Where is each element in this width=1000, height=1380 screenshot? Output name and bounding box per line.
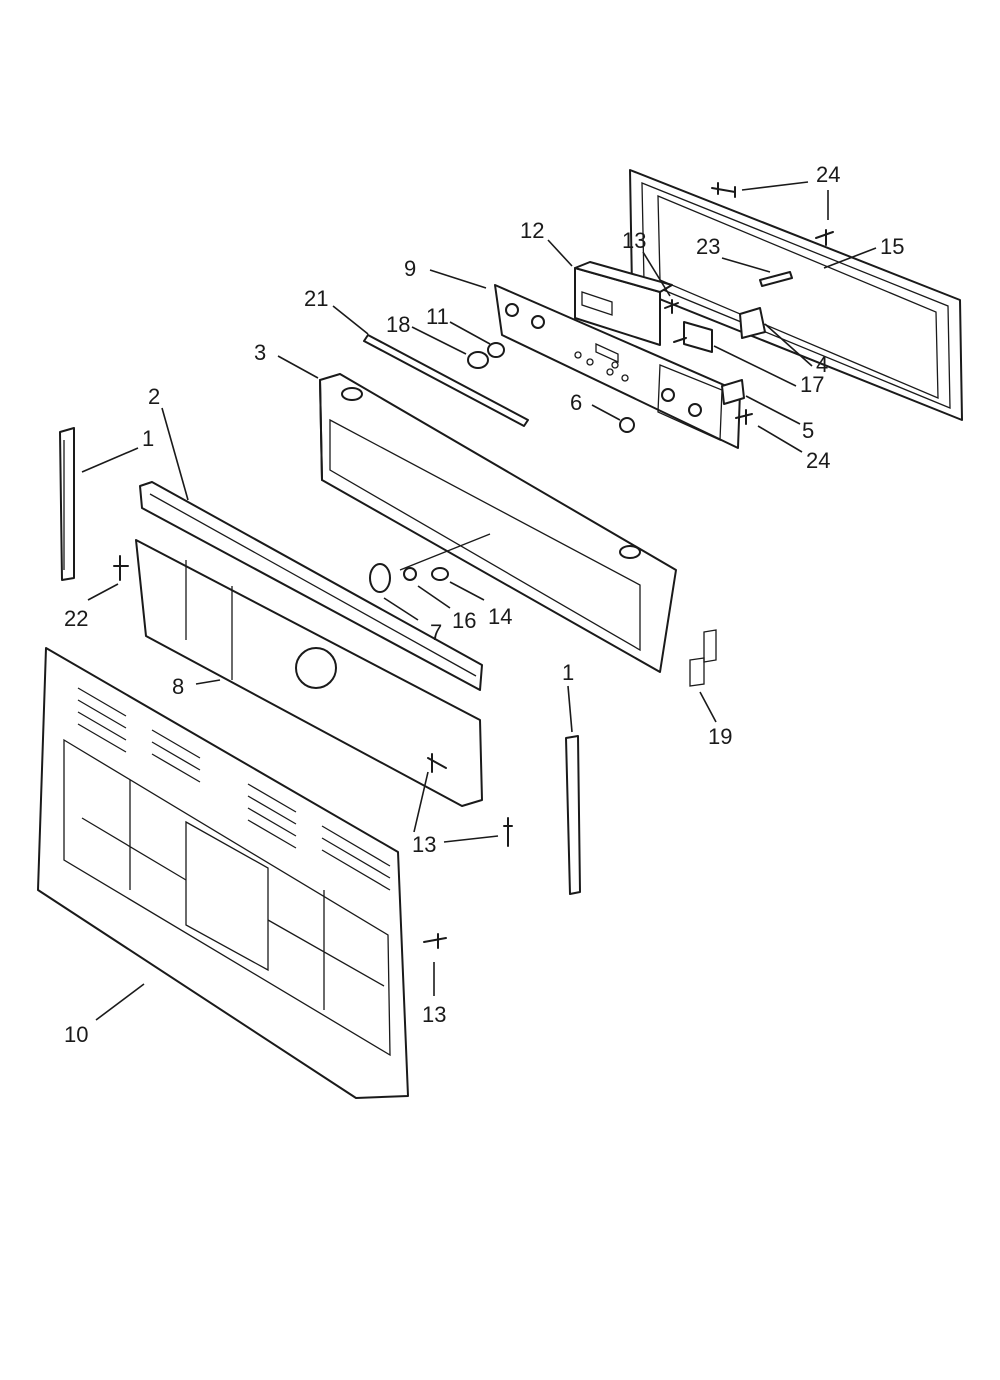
panel-support-part-2 <box>139 481 483 691</box>
callout-13-mid: 13 <box>412 832 436 857</box>
seal-part-14 <box>431 567 449 581</box>
strip-part-21 <box>363 334 529 427</box>
side-trim-part-1-left <box>59 427 75 581</box>
leader-lines <box>81 181 877 1021</box>
callout-8: 8 <box>172 674 184 699</box>
callout-22: 22 <box>64 606 88 631</box>
screw-part-24-top <box>711 182 834 246</box>
callout-15: 15 <box>880 234 904 259</box>
block-part-5 <box>721 379 745 405</box>
side-trim-part-1-right <box>565 735 581 895</box>
console-part-9 <box>494 284 741 449</box>
knob-part-7 <box>369 563 391 593</box>
electronic-control-part-12 <box>574 261 673 346</box>
callout-23: 23 <box>696 234 720 259</box>
callout-16: 16 <box>452 608 476 633</box>
callout-11: 11 <box>426 304 449 329</box>
main-panel-part-3 <box>319 373 677 673</box>
screw-part-13-mid <box>427 753 447 773</box>
callout-19: 19 <box>708 724 732 749</box>
clip-part-23 <box>759 271 793 287</box>
callout-21: 21 <box>304 286 328 311</box>
callout-12: 12 <box>520 218 544 243</box>
callout-17: 17 <box>800 372 824 397</box>
callout-4: 4 <box>816 352 828 377</box>
screw-part-24-lower <box>735 409 753 425</box>
callout-13-top: 13 <box>622 228 646 253</box>
screw-part-22 <box>113 555 129 581</box>
callout-6: 6 <box>570 390 582 415</box>
callout-24-lower: 24 <box>806 448 830 473</box>
callout-10: 10 <box>64 1022 88 1047</box>
callout-2: 2 <box>148 384 160 409</box>
clips-part-19 <box>689 629 717 687</box>
callout-3: 3 <box>254 340 266 365</box>
grommet-part-16 <box>403 567 417 581</box>
knob-part-11 <box>487 342 505 358</box>
switch-part-17 <box>673 321 713 353</box>
rear-frame-part-15 <box>629 169 963 421</box>
callout-1-right: 1 <box>562 660 574 685</box>
screw-part-13-lower <box>423 933 447 949</box>
callout-5: 5 <box>802 418 814 443</box>
back-panel-part-10 <box>37 647 409 1099</box>
screw-part-13-top <box>664 299 679 314</box>
callout-9: 9 <box>404 256 416 281</box>
switch-part-4 <box>739 307 766 339</box>
callout-7: 7 <box>430 620 442 645</box>
callout-24-top: 24 <box>816 162 840 187</box>
callout-1-left: 1 <box>142 426 154 451</box>
callout-13-lower: 13 <box>422 1002 446 1027</box>
callout-18: 18 <box>386 312 410 337</box>
knob-part-6 <box>619 417 635 433</box>
knob-part-18 <box>467 351 489 369</box>
bracket-part-8 <box>135 539 483 807</box>
screw-part-13-right <box>503 817 513 847</box>
callout-14: 14 <box>488 604 512 629</box>
